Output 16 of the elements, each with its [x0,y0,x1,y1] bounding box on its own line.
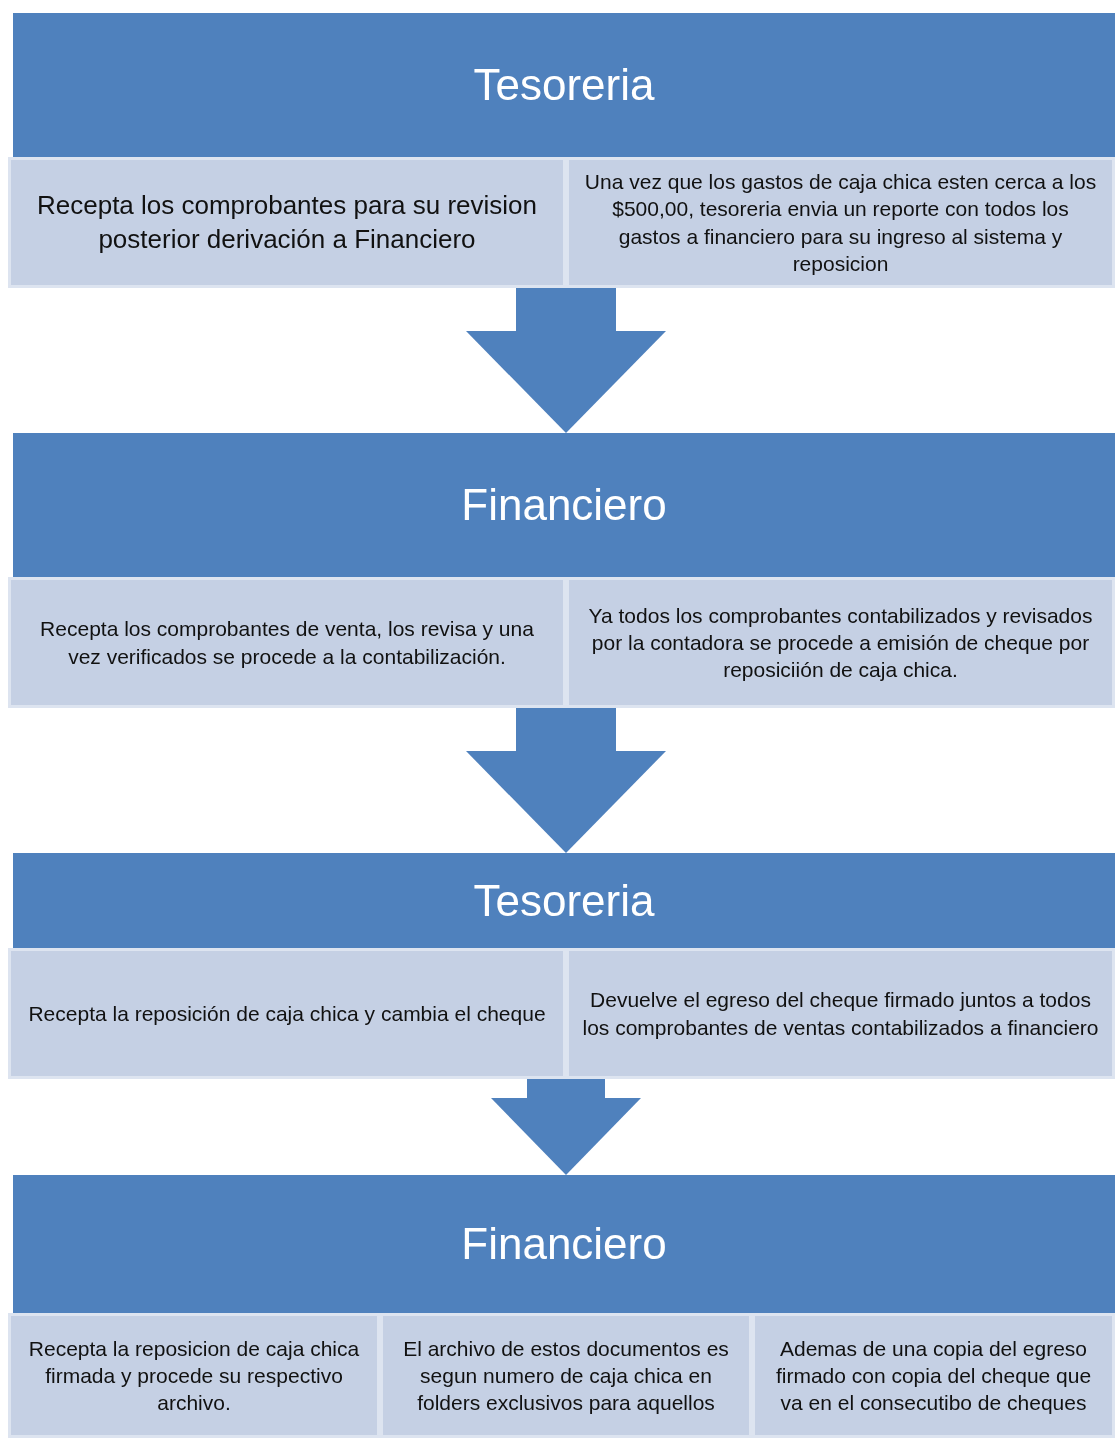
step-box: Recepta la reposición de caja chica y cambia el cheque [8,948,566,1079]
step-box: Ya todos los comprobantes contabilizados y revisados por la contadora se procede a emisión de cheque por reposiciión de caja chica. [566,577,1115,708]
step-box: Ademas de una copia del egreso firmado con copia del cheque que va en el consecutibo de cheques [752,1313,1115,1438]
stage-header-band: Tesoreria [13,853,1115,948]
stage-header-band: Financiero [13,433,1115,577]
step-box: Devuelve el egreso del cheque firmado juntos a todos los comprobantes de ventas contabilizados a financiero [566,948,1115,1079]
stage-header-band: Financiero [13,1175,1115,1313]
step-box: Recepta los comprobantes para su revision posterior derivación a Financiero [8,157,566,288]
stage-header-band: Tesoreria [13,13,1115,157]
step-box: Recepta la reposicion de caja chica firmada y procede su respectivo archivo. [8,1313,380,1438]
step-box: Una vez que los gastos de caja chica esten cerca a los $500,00, tesoreria envia un reporte con todos los gastos a financiero para su ingreso al sistema y reposicion [566,157,1115,288]
down-arrow [491,1079,641,1175]
down-arrow [466,708,666,853]
down-arrow [466,288,666,433]
step-box: Recepta los comprobantes de venta, los revisa y una vez verificados se procede a la contabilización. [8,577,566,708]
step-box: El archivo de estos documentos es segun numero de caja chica en folders exclusivos para aquellos [380,1313,752,1438]
